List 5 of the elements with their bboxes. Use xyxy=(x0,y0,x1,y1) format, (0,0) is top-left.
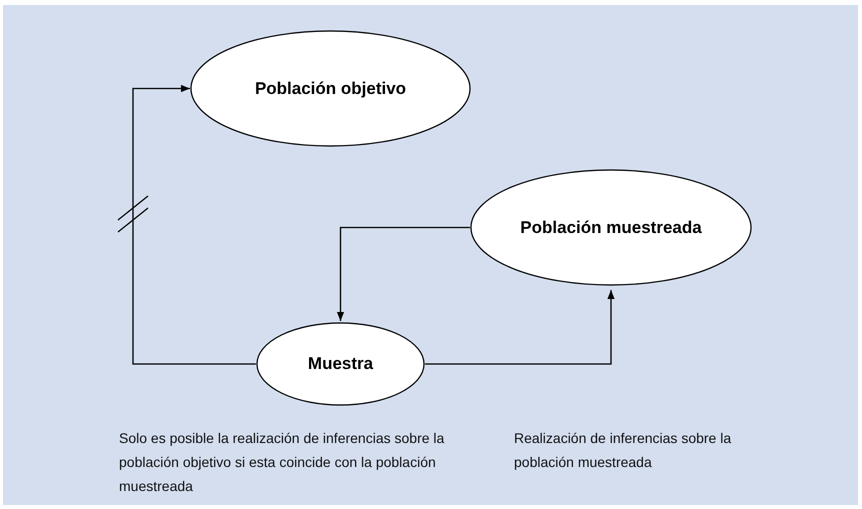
note-text: Realización de inferencias sobre la población muestreada xyxy=(514,429,732,472)
node-label: Muestra xyxy=(308,354,374,374)
node-label: Población objetivo xyxy=(254,78,406,98)
note-text: Solo es posible la realización de inferencias sobre la población objetivo si esta coincide con la población muestreada xyxy=(119,429,446,496)
node-label: Población muestreada xyxy=(520,218,702,238)
